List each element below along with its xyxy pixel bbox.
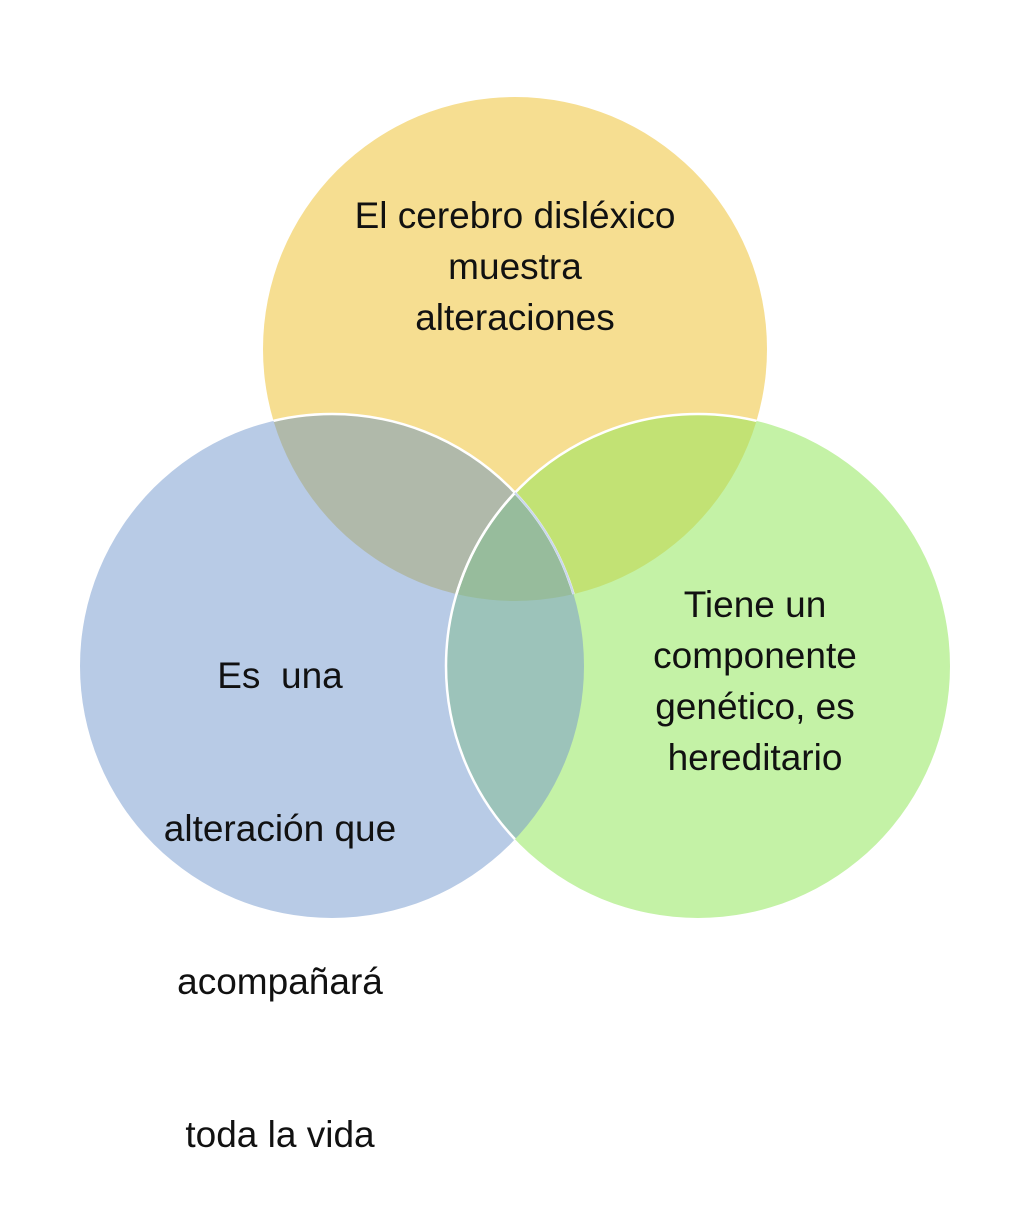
label-line: El cerebro disléxico — [354, 195, 676, 236]
venn-diagram — [80, 97, 950, 918]
outline-right-in-left — [444, 414, 584, 918]
label-line: hereditario — [667, 737, 843, 778]
label-line: componente — [653, 635, 857, 676]
label-line: alteración que — [163, 808, 397, 849]
outline-left-in-top — [263, 412, 586, 601]
label-line: toda la vida — [185, 1114, 375, 1155]
label-line: alteraciones — [415, 297, 615, 338]
overlap-top-right — [446, 414, 767, 601]
label-line: muestra — [448, 246, 582, 287]
overlap-top-left — [263, 414, 584, 601]
label-line: genético, es — [655, 686, 855, 727]
label-top-circle: El cerebro disléxico muestra alteracione… — [315, 190, 715, 343]
label-right-circle: Tiene un componente genético, es heredit… — [620, 579, 890, 783]
label-left-circle: Es una alteración que acompañará toda la… — [130, 548, 430, 1211]
label-line: Es una — [217, 655, 343, 696]
label-line: Tiene un — [683, 584, 827, 625]
label-line: acompañará — [177, 961, 383, 1002]
outline-right-in-top — [444, 412, 767, 601]
